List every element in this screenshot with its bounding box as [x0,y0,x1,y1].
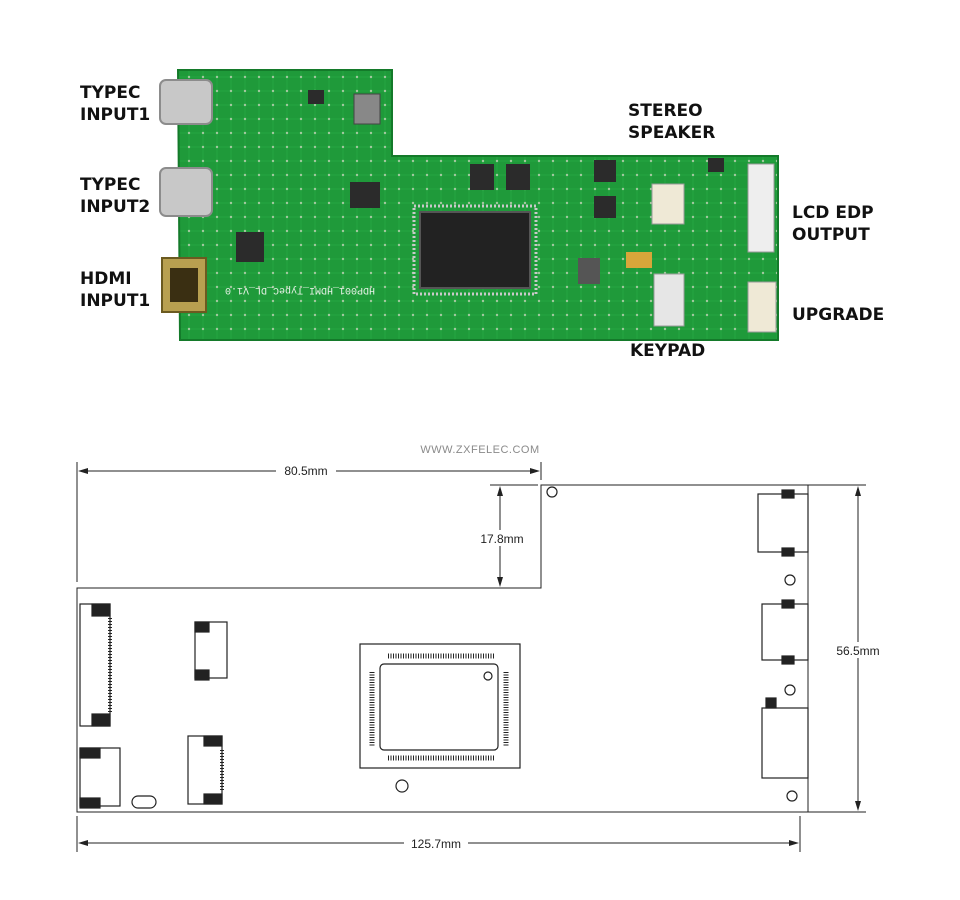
chip [350,182,380,208]
watermark: WWW.ZXFELEC.COM [420,444,540,456]
chip [308,90,324,104]
dim-notch-height: 17.8mm [480,532,523,546]
lcd-edp-connector [747,163,775,253]
board-outline [76,484,809,813]
upgrade-connector [747,281,777,333]
dim-top-width: 80.5mm [284,464,327,478]
mounting-slot [131,795,157,809]
chip [594,160,616,182]
qfp-footprint [359,643,521,769]
typec-connector-1 [159,79,213,125]
dim-total-height: 56.5mm [836,644,879,658]
dim-total-width: 125.7mm [411,837,461,851]
chip [594,196,616,218]
main-chip [412,204,538,296]
pcb-photo: HDP001_HDMI_TypeC_DL_V1.0 [159,69,779,341]
chip [578,258,600,284]
chip [506,164,530,190]
chip [470,164,494,190]
keypad-fpc-outline [194,621,228,679]
label-upgrade: UPGRADE [792,305,885,325]
capacitor [626,252,652,268]
label-keypad: KEYPAD [630,341,706,361]
dimension-drawing: 80.5mm 17.8mm 56.5mm 125.7mm [76,462,884,852]
keypad-connector [653,273,685,327]
chip [708,158,724,172]
lcd-fpc-outline [79,603,111,727]
chip [236,232,264,262]
qfp-chip [379,663,499,751]
typec1-outline [757,493,809,553]
speaker-connector [651,183,685,225]
typec-connector-2 [159,167,213,217]
chip [353,93,381,125]
board-silkscreen: HDP001_HDMI_TypeC_DL_V1.0 [225,284,375,295]
